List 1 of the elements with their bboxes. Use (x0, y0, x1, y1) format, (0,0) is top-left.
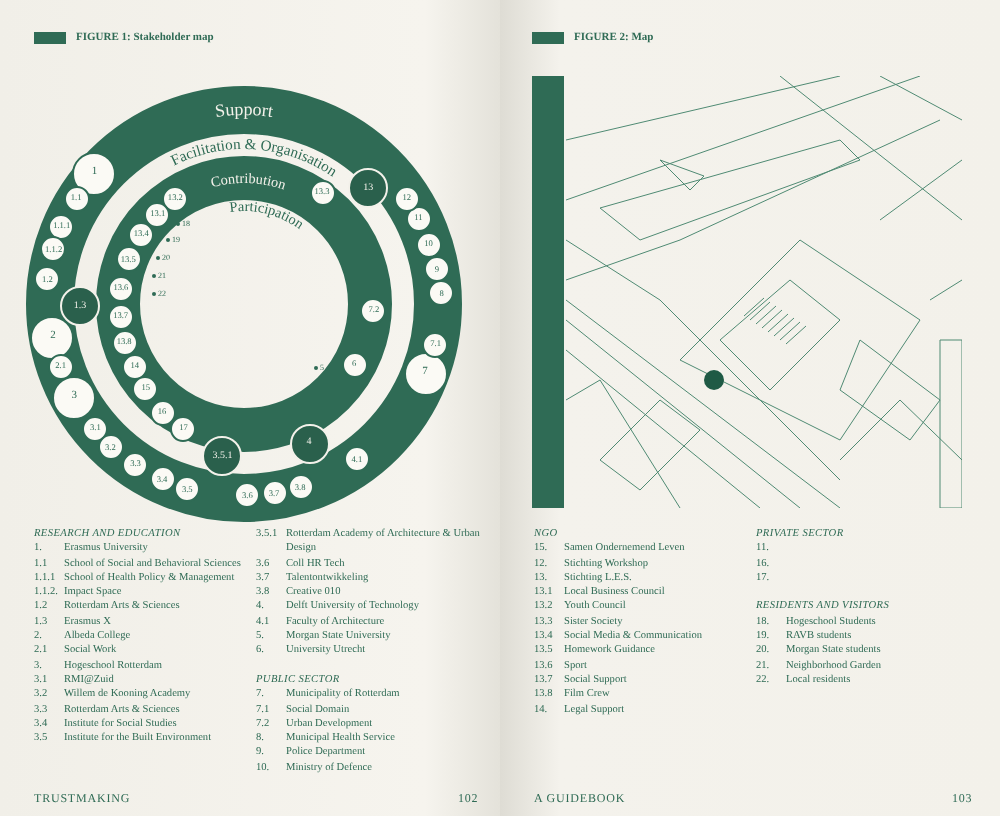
ring-label: Support (213, 98, 275, 122)
